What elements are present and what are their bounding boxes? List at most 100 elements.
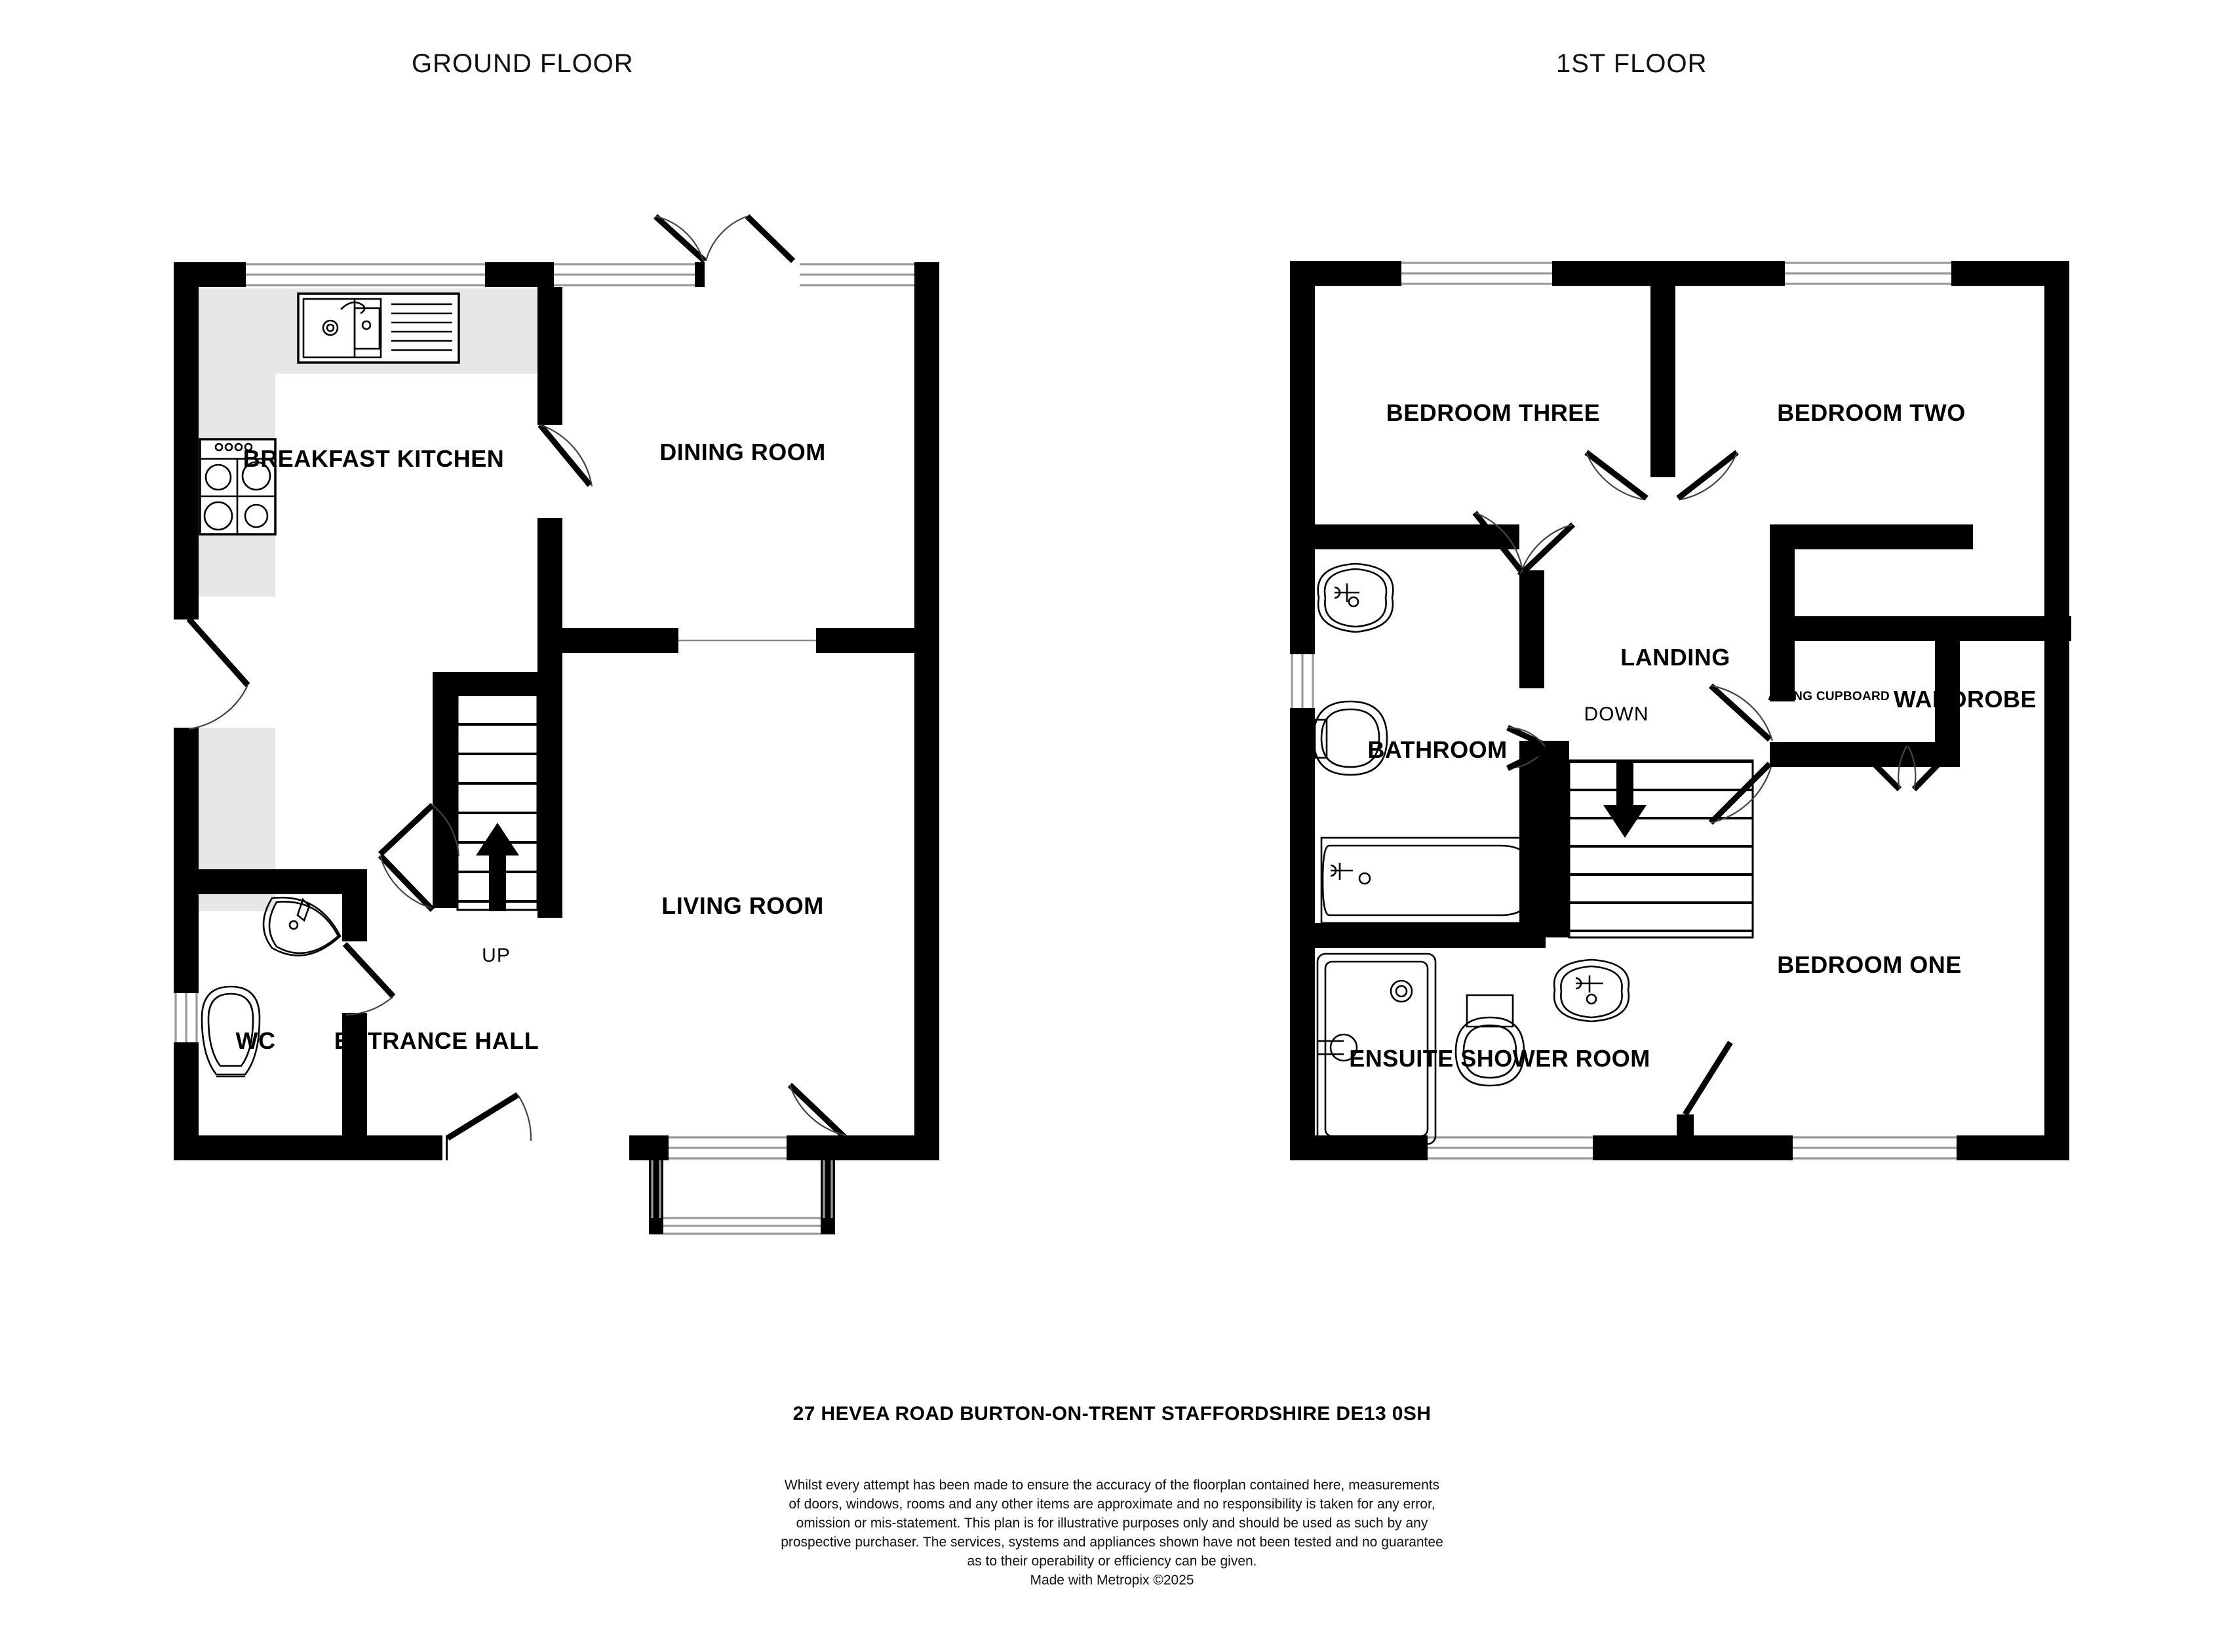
ff-wall-bed2-bottom (1770, 524, 1973, 549)
ensuite-wash-basin (1553, 958, 1630, 1023)
room-label-landing: LANDING (1620, 644, 1730, 671)
ff-wall-bathroom-bottom (1290, 923, 1546, 948)
room-label-living-room: LIVING ROOM (661, 892, 824, 919)
floor-title-ground: GROUND FLOOR (412, 49, 634, 78)
room-label-wardrobe: WARDROBE (1894, 686, 2037, 713)
ff-wall-airing-top (1770, 616, 2071, 641)
wall-top-mid (485, 262, 554, 287)
room-label-airing-cupboard: AIRING CUPBOARD (1767, 690, 1890, 703)
ff-wall-left-upper (1290, 261, 1315, 654)
ensuite-toilet (1454, 994, 1525, 1087)
wall-left-kitchen-upper (174, 262, 199, 620)
french-doors-dining (653, 214, 796, 264)
door-hall-to-lounge-lower (446, 1092, 532, 1141)
door-wc (342, 941, 396, 1016)
ff-wall-top-mid (1552, 261, 1785, 286)
door-hall-stairs (378, 853, 435, 913)
disclaimer-line-2: of doors, windows, rooms and any other i… (789, 1496, 1435, 1512)
room-label-bedroom-two: BEDROOM TWO (1777, 399, 1966, 426)
ff-wall-stair-left (1544, 741, 1569, 937)
ff-wall-airing-right (1935, 616, 1960, 767)
disclaimer-line-5: as to their operability or efficiency ca… (967, 1553, 1257, 1569)
wall-kitchen-dining (537, 287, 562, 425)
ff-window-bath-left (1290, 654, 1315, 708)
bathroom-bath (1320, 836, 1546, 924)
stair-up-arrow (476, 823, 519, 911)
stair-direction-up: UP (482, 945, 511, 966)
wall-bottom-mid (338, 1135, 442, 1160)
sink-drainer-ribs (391, 303, 452, 351)
disclaimer-line-1: Whilst every attempt has been made to en… (784, 1478, 1440, 1493)
stair-direction-down: DOWN (1584, 703, 1649, 725)
ff-wardrobe-doors (1852, 742, 1960, 792)
ff-wall-bottom-mid (1593, 1135, 1793, 1160)
door-kitchen-dining (537, 423, 593, 487)
wall-top-right-a (695, 262, 705, 287)
ff-staircase-down (1568, 759, 1754, 939)
ff-door-bed1 (1708, 761, 1772, 825)
ff-bed1-door-leaf (1683, 1040, 1733, 1116)
wall-bottom-right-b (846, 1135, 939, 1160)
bathroom-wash-basin (1317, 562, 1394, 633)
wall-dining-living-right (816, 628, 939, 653)
wall-left-lower (174, 728, 199, 993)
disclaimer-line-6-credit: Made with Metropix ©2025 (1030, 1572, 1194, 1588)
disclaimer-line-4: prospective purchaser. The services, sys… (781, 1534, 1443, 1550)
window-dining-left (554, 262, 695, 287)
bathroom-toilet (1312, 700, 1388, 776)
room-label-bedroom-three: BEDROOM THREE (1386, 399, 1601, 426)
wall-bottom-door-left (629, 1135, 669, 1160)
wall-bottom-left (174, 1135, 338, 1160)
wall-wc-right-lower (342, 1013, 367, 1137)
window-kitchen-top (246, 262, 485, 287)
front-door-entrance (787, 1082, 848, 1141)
stair-down-arrow (1603, 762, 1647, 838)
window-front-door-panel (669, 1135, 787, 1160)
ground-floor-plan (174, 214, 939, 1235)
ff-wall-bathroom-right-lower (1519, 741, 1544, 937)
ff-door-bed2 (1676, 450, 1739, 501)
wc-toilet (201, 985, 261, 1078)
wall-stair-left (433, 672, 458, 908)
ff-door-bed3-right (1584, 450, 1648, 501)
ff-wall-wardrobe-left (1770, 590, 1795, 701)
ff-window-ensuite-bottom (1428, 1135, 1593, 1160)
floor-title-first: 1ST FLOOR (1556, 49, 1707, 78)
ff-wall-bottom-right (1957, 1135, 2069, 1160)
wall-wc-right-upper (342, 869, 367, 941)
door-hall-kitchen (378, 802, 460, 857)
ff-wall-bottom-left (1290, 1135, 1428, 1160)
staircase-up (456, 692, 539, 911)
ff-wall-bed3-bottom (1290, 524, 1519, 549)
ff-window-bed3-top (1401, 261, 1552, 286)
wc-corner-basin (262, 896, 341, 956)
first-floor-plan (1290, 261, 2071, 1160)
kitchen-sink-unit (297, 292, 460, 364)
ff-door-bed3 (1517, 522, 1576, 578)
side-door-kitchen (186, 617, 250, 730)
wall-hall-living (537, 653, 562, 918)
wall-bottom-gap-filler (787, 1135, 846, 1160)
wall-wc-top (197, 869, 367, 894)
room-label-wc: WC (235, 1027, 276, 1054)
window-wc-left (174, 993, 199, 1042)
room-label-entrance-hall: ENTRANCE HALL (334, 1027, 539, 1054)
room-label-bedroom-one: BEDROOM ONE (1777, 951, 1962, 978)
disclaimer-line-3: omission or mis-statement. This plan is … (796, 1515, 1428, 1531)
window-dining-right (800, 262, 914, 287)
wall-bottom-right-a (446, 1135, 448, 1160)
kitchen-hob (199, 438, 277, 536)
ensuite-shower-tray (1316, 953, 1437, 1145)
room-label-ensuite-shower-room: ENSUITE SHOWER ROOM (1349, 1045, 1650, 1072)
ff-door-airing-cupboard (1708, 683, 1774, 742)
ff-wall-bathroom-right (1519, 570, 1544, 688)
wall-right-outer (914, 262, 939, 1160)
room-label-bathroom: BATHROOM (1367, 736, 1508, 763)
ff-wall-bottom-stub (1677, 1114, 1694, 1138)
room-label-breakfast-kitchen: BREAKFAST KITCHEN (243, 445, 505, 472)
ff-wall-bed2-left (1770, 524, 1795, 602)
property-address: 27 HEVEA ROAD BURTON-ON-TRENT STAFFORDSH… (792, 1403, 1432, 1425)
ff-window-bed1-bottom (1793, 1135, 1957, 1160)
disclaimer-block: Whilst every attempt has been made to en… (0, 1476, 2224, 1590)
